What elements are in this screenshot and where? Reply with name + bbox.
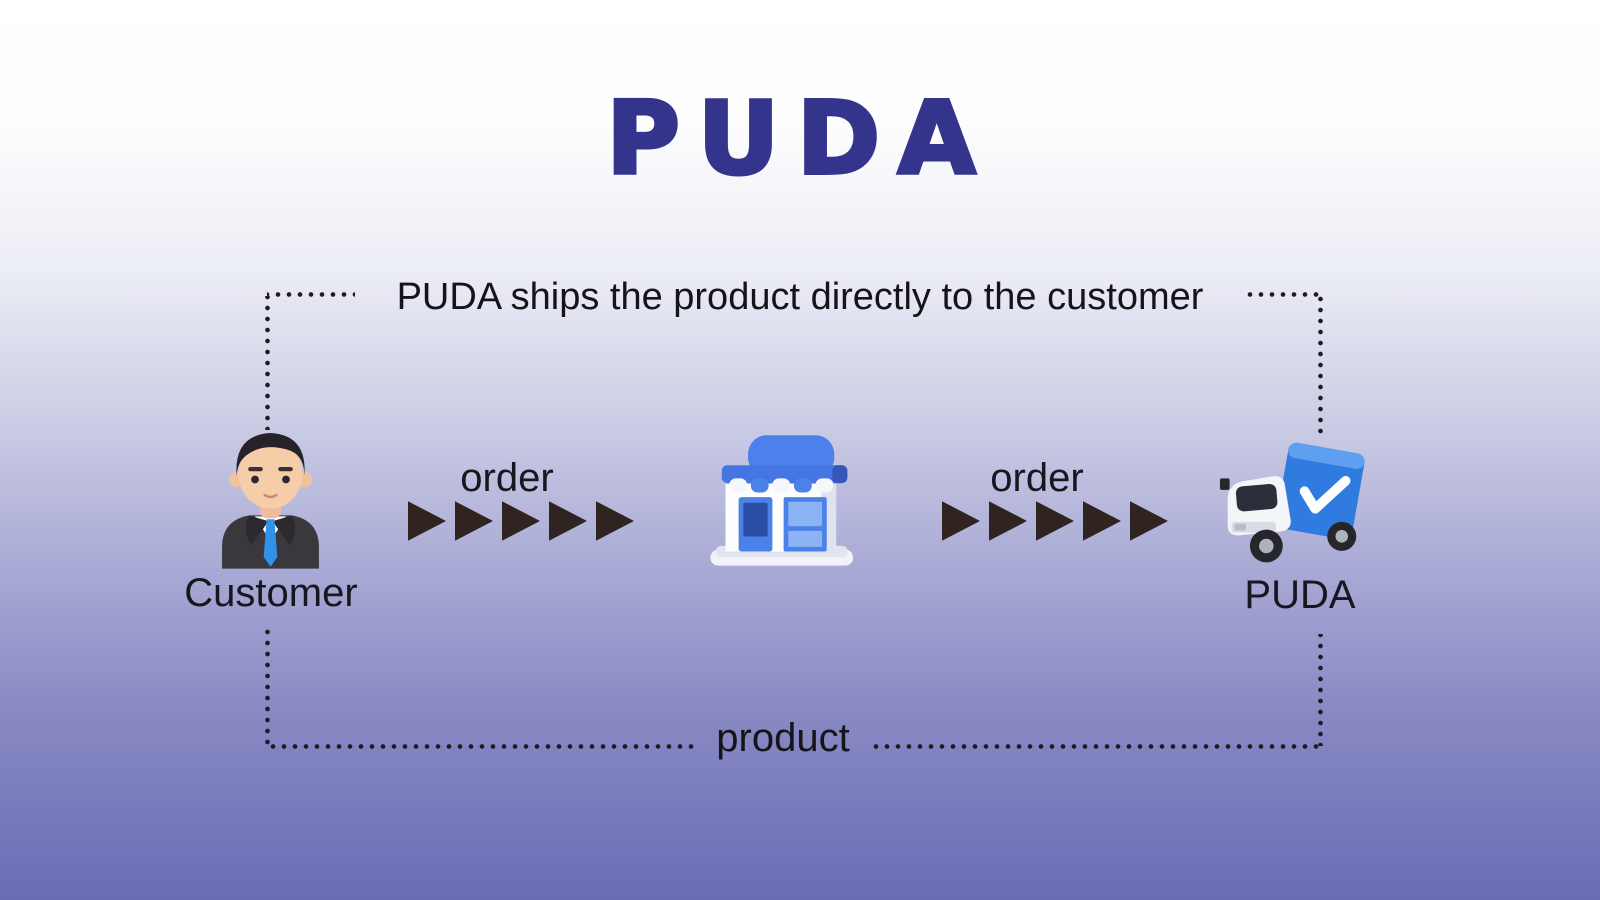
arrow-triangle-icon bbox=[1083, 501, 1121, 541]
arrow-triangle-icon bbox=[596, 501, 634, 541]
arrow-triangle-icon bbox=[1036, 501, 1074, 541]
arrow-triangle-icon bbox=[989, 501, 1027, 541]
order-label-right: order bbox=[990, 456, 1084, 500]
puda-logo: PUDA bbox=[605, 80, 994, 197]
delivery-truck-icon bbox=[1208, 430, 1373, 575]
route-right-upper-segment bbox=[1318, 296, 1323, 434]
arrow-triangle-icon bbox=[408, 501, 446, 541]
route-right-lower-segment bbox=[1318, 634, 1323, 746]
route-top-left-segment bbox=[267, 292, 355, 297]
arrow-triangle-icon bbox=[1130, 501, 1168, 541]
arrow-triangle-icon bbox=[942, 501, 980, 541]
arrow-triangle-icon bbox=[549, 501, 587, 541]
bottom-route-label: product bbox=[716, 716, 850, 760]
arrow-triangle-icon bbox=[502, 501, 540, 541]
order-arrows-left bbox=[408, 500, 634, 542]
route-left-lower-segment bbox=[265, 628, 270, 746]
arrow-triangle-icon bbox=[455, 501, 493, 541]
order-arrows-right bbox=[942, 500, 1168, 542]
storefront-icon bbox=[698, 424, 873, 574]
top-route-label: PUDA ships the product directly to the c… bbox=[396, 276, 1204, 318]
carrier-node-label: PUDA bbox=[1244, 573, 1356, 617]
route-left-upper-segment bbox=[265, 296, 270, 430]
route-bottom-left-segment bbox=[267, 744, 697, 749]
order-label-left: order bbox=[460, 456, 554, 500]
customer-node-label: Customer bbox=[184, 571, 358, 615]
route-bottom-right-segment bbox=[870, 744, 1322, 749]
businessman-avatar-icon bbox=[193, 420, 348, 572]
route-top-right-segment bbox=[1244, 292, 1322, 297]
